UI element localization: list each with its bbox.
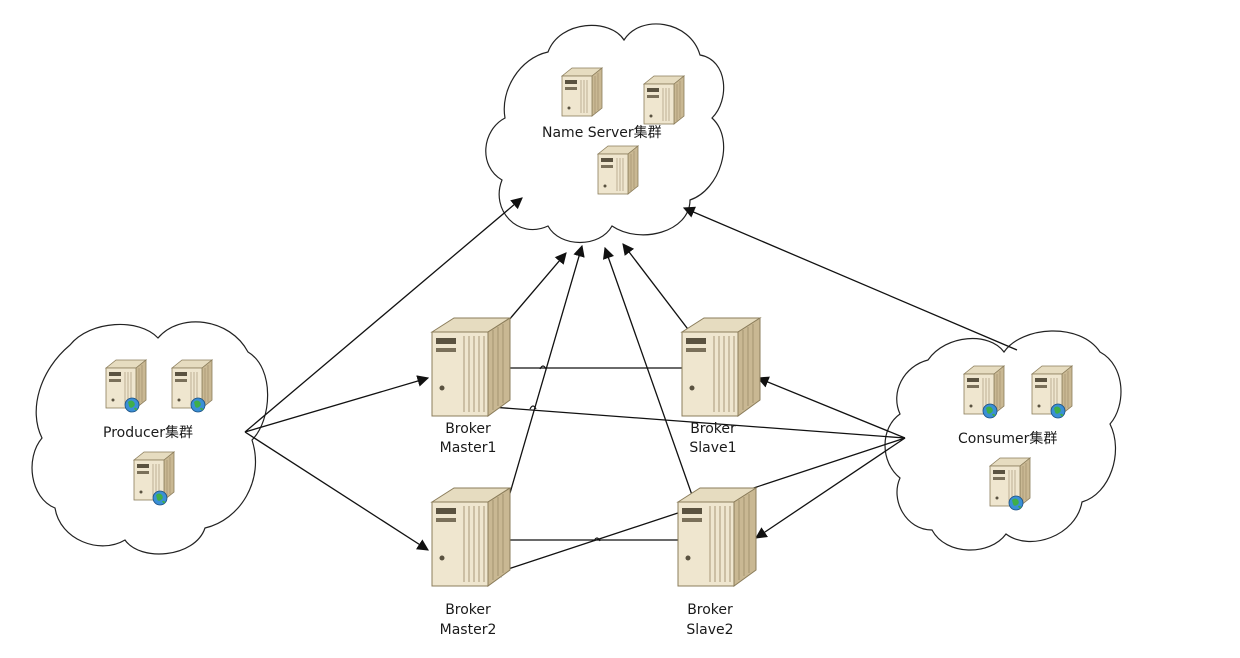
consumer-cluster-label: Consumer集群 — [958, 430, 1057, 447]
broker-master2-server-icon — [431, 487, 511, 587]
edge-consumer-nameserver — [682, 206, 1018, 351]
producer-cluster-label: Producer集群 — [103, 424, 193, 441]
globe-icon — [152, 490, 168, 506]
globe-icon — [982, 403, 998, 419]
server-icon — [643, 75, 685, 125]
edge-consumer-master1 — [476, 400, 906, 439]
broker-slave2-label-line1: Broker — [687, 602, 733, 618]
server-icon — [133, 451, 175, 501]
edge-producer-master2 — [244, 431, 429, 551]
edge-producer-nameserver — [244, 197, 523, 433]
edge-slave2-nameserver — [602, 246, 693, 496]
broker-master1-label-line2: Master1 — [440, 440, 497, 456]
nameserver-cluster-label: Name Server集群 — [542, 124, 662, 141]
line-hop — [539, 365, 547, 370]
broker-slave2-label-line2: Slave2 — [686, 622, 733, 638]
broker-master1-label-line1: Broker — [445, 421, 491, 437]
line-hop — [529, 405, 537, 410]
globe-icon — [1008, 495, 1024, 511]
server-icon — [597, 145, 639, 195]
edge-consumer-slave1 — [756, 376, 906, 439]
broker-master2-label-line2: Master2 — [440, 622, 497, 638]
globe-icon — [190, 397, 206, 413]
edge-master2-nameserver — [507, 244, 585, 501]
globe-icon — [124, 397, 140, 413]
broker-slave2-server-icon — [677, 487, 757, 587]
broker-slave1-label-line2: Slave1 — [689, 440, 736, 456]
broker-slave1-label-line1: Broker — [690, 421, 736, 437]
broker-master2-label-line1: Broker — [445, 602, 491, 618]
broker-master1-server-icon — [431, 317, 511, 417]
edge-producer-master1 — [244, 375, 430, 433]
server-icon — [561, 67, 603, 117]
line-hop — [593, 537, 601, 542]
edge-consumer-slave2 — [755, 437, 906, 539]
broker-slave1-server-icon — [681, 317, 761, 417]
globe-icon — [1050, 403, 1066, 419]
